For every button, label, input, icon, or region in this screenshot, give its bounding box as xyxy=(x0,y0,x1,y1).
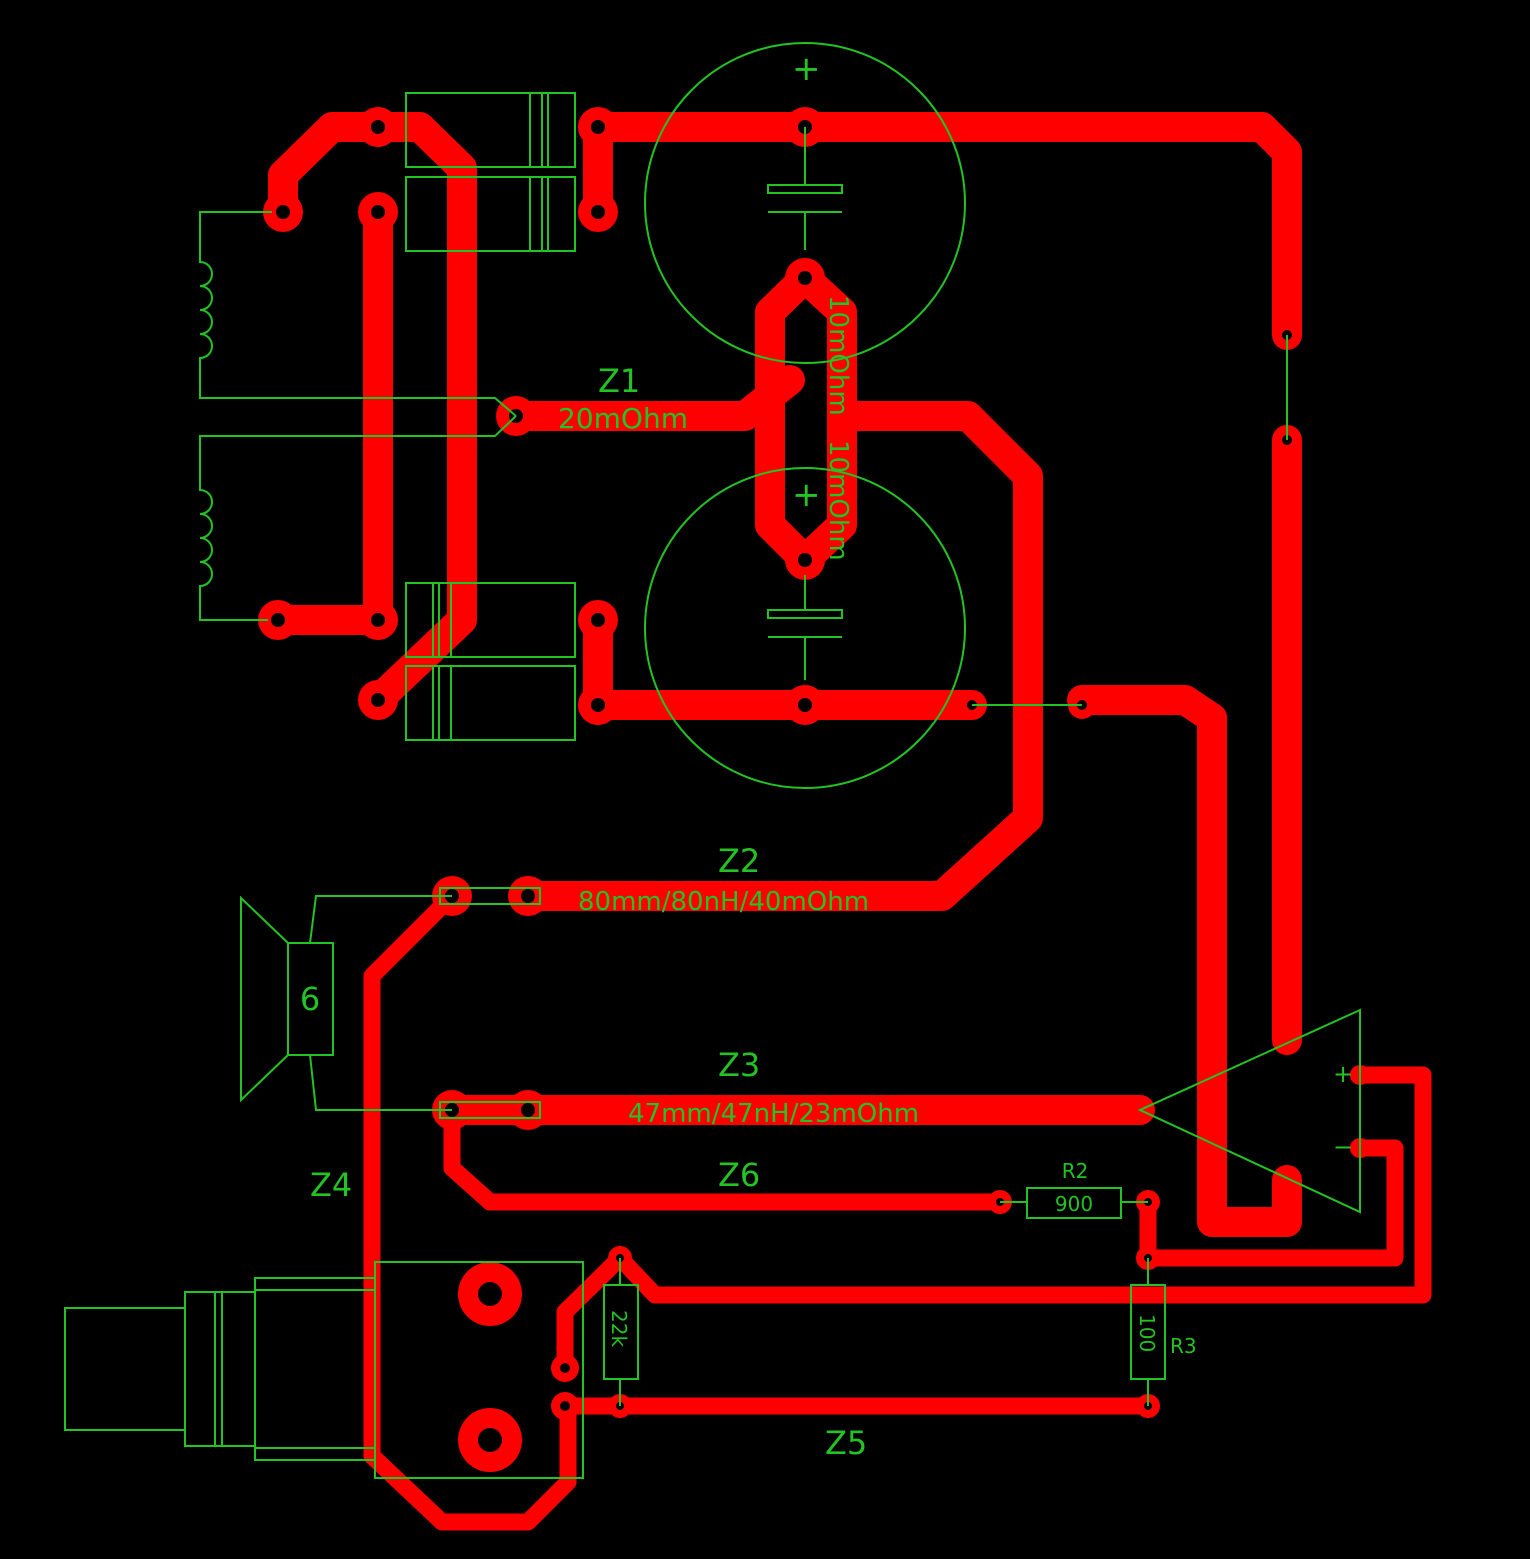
trace-opamp-loop xyxy=(1067,685,1302,1237)
r2-name: R2 xyxy=(1062,1159,1089,1183)
label-z2-value: 80mm/80nH/40mOhm xyxy=(578,887,869,917)
labels: Z1 20mOhm 10mOhm 10mOhm + + Z2 80mm/80nH… xyxy=(300,49,1353,1462)
film-capacitor-1 xyxy=(405,92,576,168)
trace-z4 xyxy=(363,887,577,1531)
opamp-plus: + xyxy=(1333,1060,1353,1088)
label-cap-esr-bottom: 10mOhm xyxy=(823,440,853,561)
trace-top-rail xyxy=(583,112,1302,350)
transformer-coil-bottom xyxy=(199,415,517,621)
transformer-coil-top xyxy=(199,211,517,417)
pad xyxy=(263,192,303,232)
silkscreen xyxy=(64,42,1361,1479)
label-z3: Z3 xyxy=(718,1046,760,1084)
label-z1: Z1 xyxy=(598,362,640,400)
speaker-value: 6 xyxy=(300,980,320,1018)
bnc-connector-icon xyxy=(64,1261,584,1479)
film-capacitor-3 xyxy=(405,582,576,658)
connector-mount-hole xyxy=(458,1408,522,1472)
pad xyxy=(358,680,398,720)
label-z2: Z2 xyxy=(718,842,760,880)
pad xyxy=(578,192,618,232)
label-z4: Z4 xyxy=(310,1166,352,1204)
pad xyxy=(785,258,825,298)
cap-top-polarity: + xyxy=(792,49,821,89)
trace-z6 xyxy=(443,1101,1009,1211)
pad xyxy=(578,600,618,640)
pad xyxy=(785,540,825,580)
trace-input-plus xyxy=(556,1066,1432,1377)
connector-mount-hole xyxy=(458,1262,522,1326)
r-input-value: 22k xyxy=(607,1310,631,1347)
trace-input-minus xyxy=(1139,1139,1404,1267)
label-z1-value: 20mOhm xyxy=(558,402,688,435)
label-cap-esr-top: 10mOhm xyxy=(823,295,853,416)
pad xyxy=(358,600,398,640)
trace-z2 xyxy=(513,401,1043,911)
pad xyxy=(785,685,825,725)
pad xyxy=(358,192,398,232)
pad xyxy=(551,1354,579,1382)
cap-bottom-polarity: + xyxy=(792,475,821,515)
pads xyxy=(258,107,1370,1472)
opamp-minus: − xyxy=(1333,1133,1353,1161)
pad xyxy=(358,107,398,147)
label-z5: Z5 xyxy=(825,1424,867,1462)
speaker-icon xyxy=(240,895,452,1111)
r3-value: 100 xyxy=(1135,1314,1159,1352)
film-capacitor-4 xyxy=(405,665,576,741)
electrolytic-capacitor-top xyxy=(644,42,966,364)
pad xyxy=(258,600,298,640)
pad xyxy=(551,1392,579,1420)
electrolytic-capacitor-bottom xyxy=(644,467,966,789)
pad xyxy=(508,876,548,916)
pad xyxy=(578,107,618,147)
label-z6: Z6 xyxy=(718,1156,760,1194)
r2-value: 900 xyxy=(1055,1192,1093,1216)
pad xyxy=(508,1090,548,1130)
film-capacitor-2 xyxy=(405,176,576,252)
r3-name: R3 xyxy=(1170,1334,1197,1358)
pad xyxy=(578,685,618,725)
opamp-icon xyxy=(1137,1008,1361,1214)
label-z3-value: 47mm/47nH/23mOhm xyxy=(628,1099,919,1129)
